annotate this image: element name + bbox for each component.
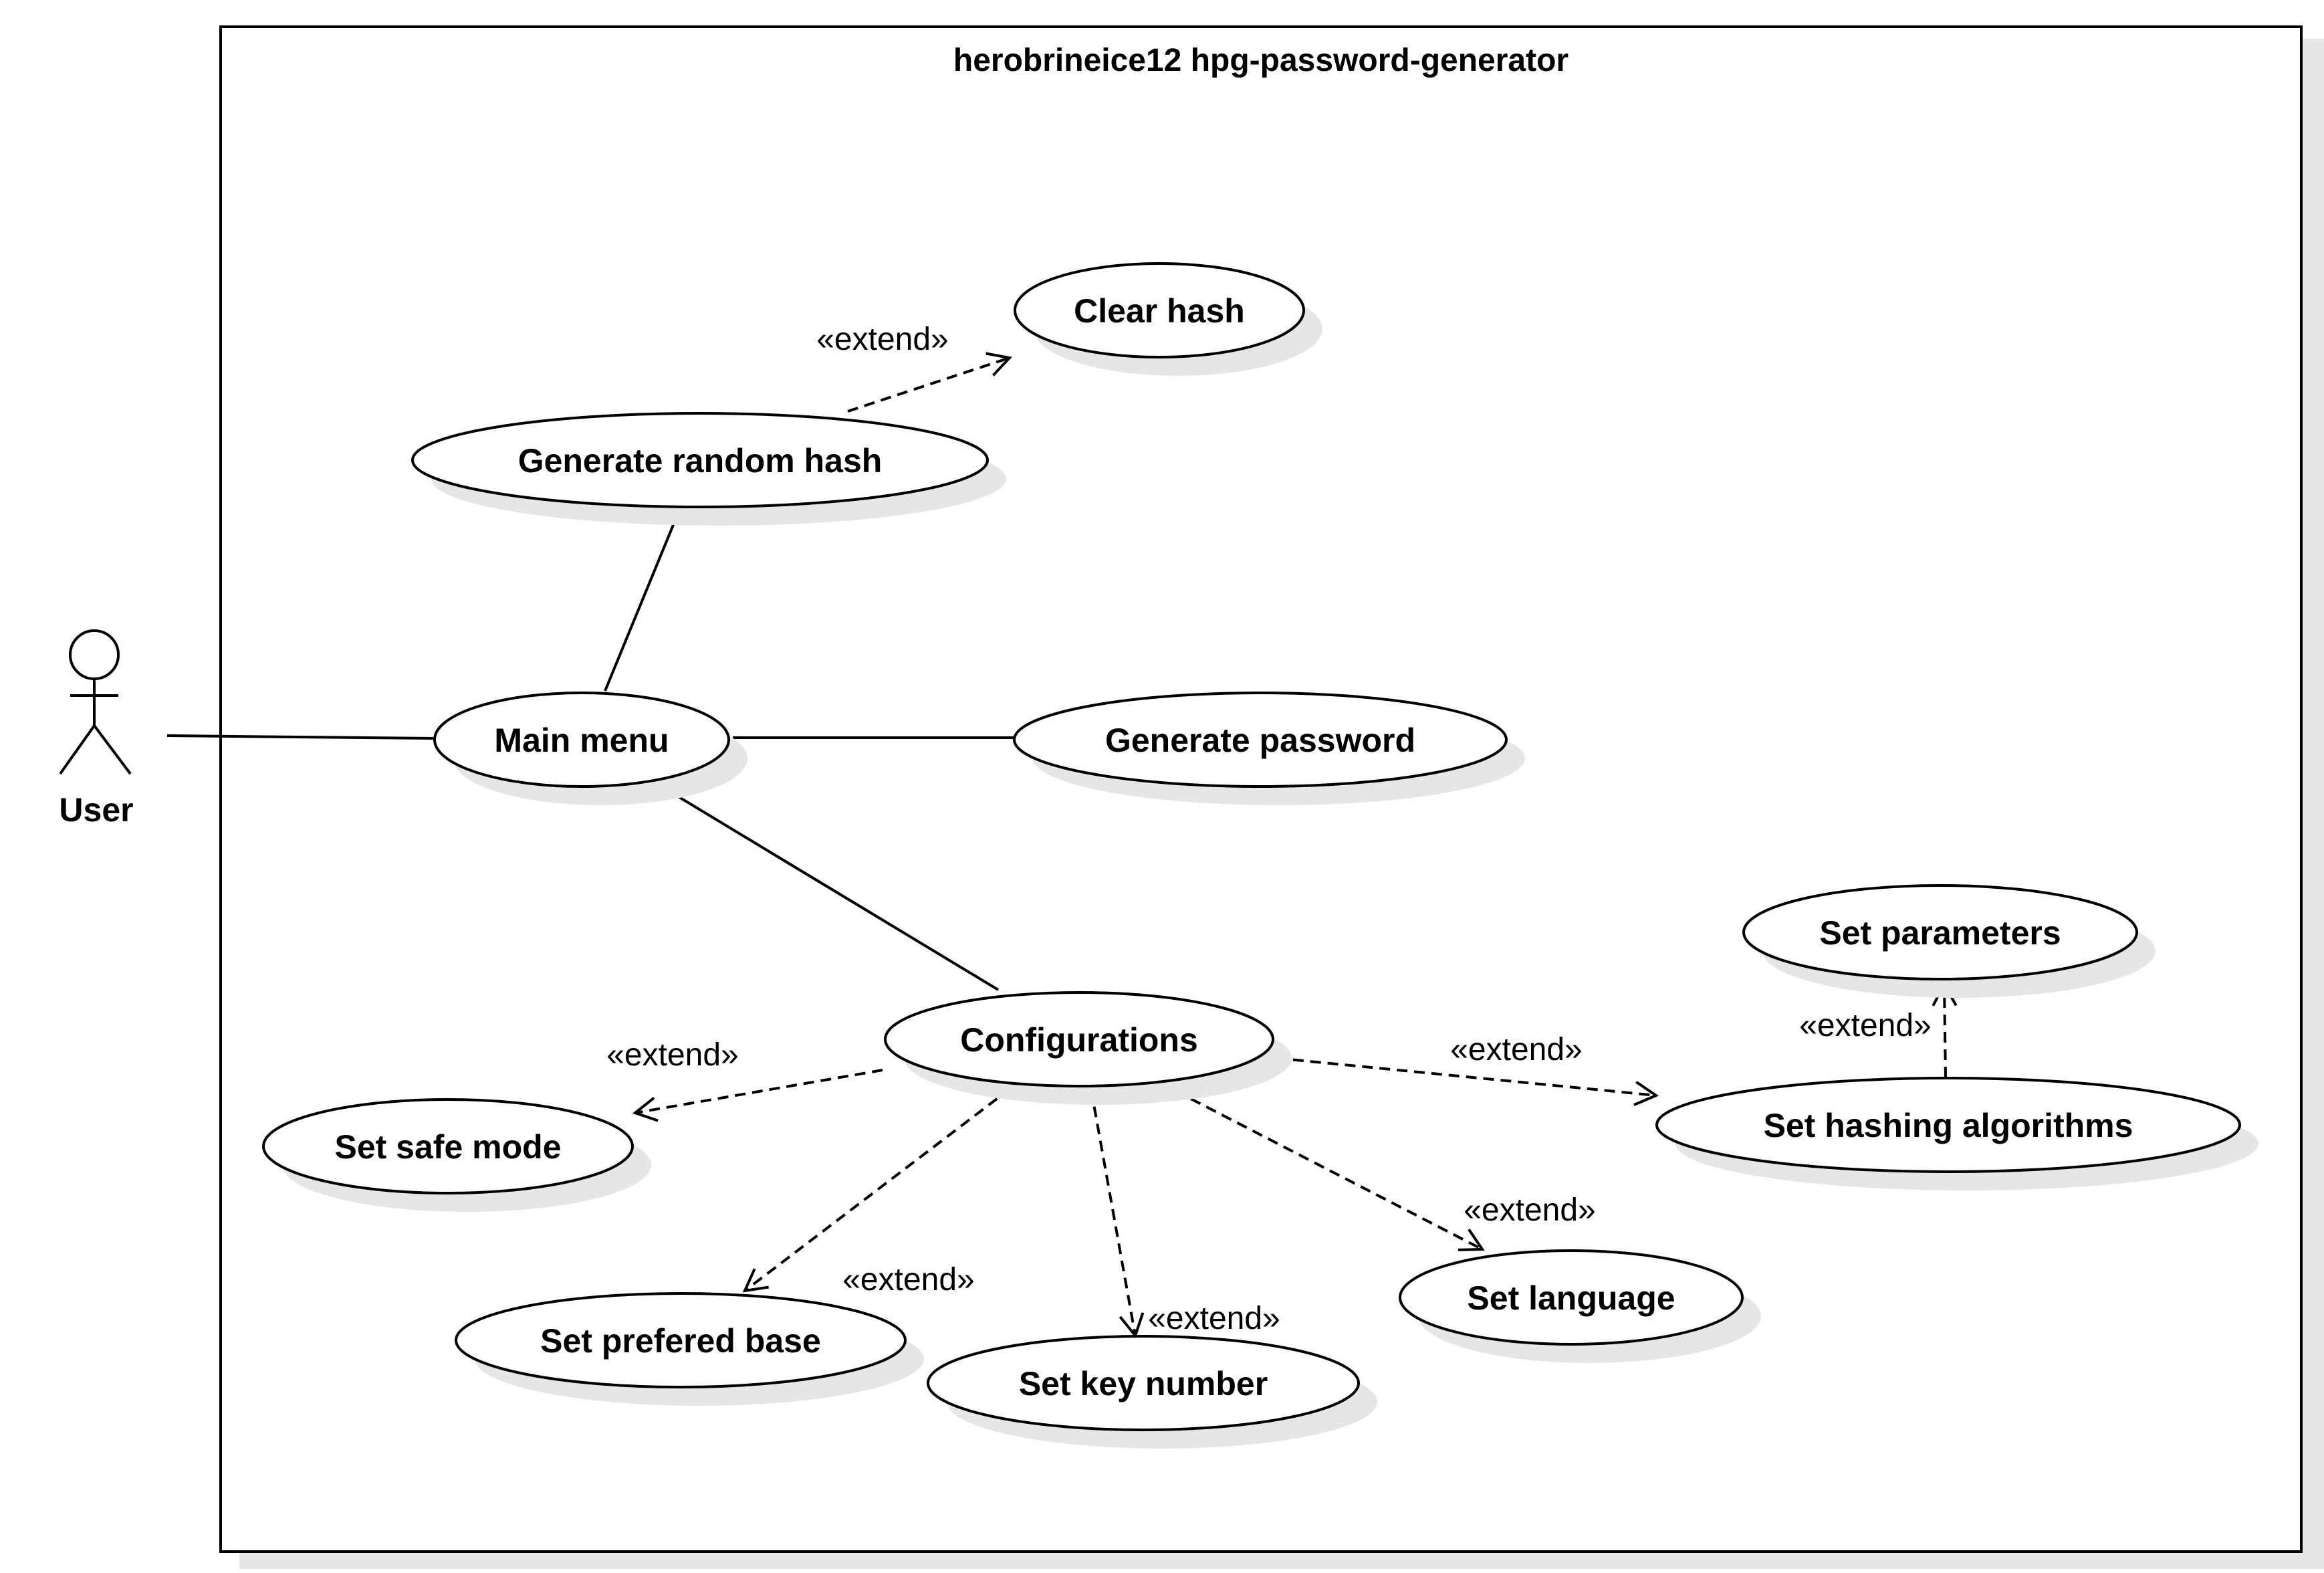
use-case-ellipse (1013, 692, 1508, 788)
use-case-label: Set hashing algorithms (1764, 1107, 2133, 1144)
use-case-ellipse (1399, 1249, 1744, 1346)
association-main-menu-configurations (665, 788, 1000, 991)
use-case-label: Clear hash (1074, 292, 1245, 330)
extend-line-set-prefered-base (743, 1087, 1012, 1292)
use-case-set-hashing-algorithms[interactable]: Set hashing algorithms (1655, 1077, 2258, 1190)
use-case-label: Configurations (960, 1021, 1198, 1059)
use-case-label: Set parameters (1819, 914, 2061, 952)
stereotype-set-safe-mode: «extend» (606, 1037, 739, 1073)
stereotype-set-prefered-base: «extend» (842, 1262, 975, 1297)
use-case-label: Set safe mode (334, 1128, 561, 1166)
actor-label: User (59, 791, 133, 829)
extend-arrowhead (632, 1097, 659, 1122)
use-case-set-prefered-base[interactable]: Set prefered base (455, 1292, 924, 1406)
use-case-ellipse (927, 1335, 1360, 1431)
use-case-ellipse (1742, 884, 2138, 980)
association-user-main-menu (166, 734, 434, 740)
use-case-ellipse (1655, 1077, 2241, 1173)
extend-line-set-key-number (1090, 1089, 1137, 1336)
association-main-menu-generate-random-hash (604, 510, 681, 692)
extend-arrowhead (1458, 1229, 1485, 1251)
use-case-label: Main menu (494, 722, 669, 759)
actor-right-leg (93, 724, 132, 775)
use-case-label: Set language (1467, 1279, 1675, 1317)
stereotype-set-parameters: «extend» (1799, 1008, 1932, 1043)
user-actor[interactable]: User (59, 629, 134, 829)
arrowheads (632, 352, 1958, 1339)
extend-line-set-safe-mode (634, 1069, 883, 1114)
use-case-set-parameters[interactable]: Set parameters (1742, 884, 2156, 998)
use-case-generate-password[interactable]: Generate password (1013, 692, 1525, 805)
use-case-label: Set prefered base (540, 1322, 821, 1360)
use-case-label: Generate password (1105, 722, 1415, 759)
extend-line-clear-hash (847, 356, 1010, 413)
use-case-label: Set key number (1019, 1365, 1268, 1402)
use-case-set-language[interactable]: Set language (1399, 1249, 1761, 1363)
extend-line-set-parameters (1943, 984, 1947, 1078)
use-case-set-safe-mode[interactable]: Set safe mode (262, 1098, 651, 1212)
use-case-main-menu[interactable]: Main menu (433, 692, 747, 805)
use-case-label: Generate random hash (518, 442, 883, 480)
use-case-ellipse (1014, 262, 1305, 358)
extend-arrowhead (742, 1268, 769, 1293)
extend-arrowhead (1633, 1081, 1659, 1106)
use-case-generate-random-hash[interactable]: Generate random hash (411, 412, 1006, 526)
stereotype-clear-hash: «extend» (816, 322, 949, 357)
use-case-ellipse (433, 692, 730, 788)
use-case-configurations[interactable]: Configurations (884, 991, 1292, 1105)
use-case-ellipse (262, 1098, 634, 1194)
extend-arrowhead (985, 352, 1012, 377)
use-case-ellipse (884, 991, 1274, 1087)
use-case-set-key-number[interactable]: Set key number (927, 1335, 1377, 1449)
actor-left-leg (59, 724, 96, 775)
use-case-ellipse (411, 412, 989, 508)
stereotype-set-language: «extend» (1464, 1192, 1596, 1228)
use-case-ellipse (455, 1292, 907, 1388)
actor-head (69, 629, 120, 680)
use-case-clear-hash[interactable]: Clear hash (1014, 262, 1322, 376)
stereotype-set-key-number: «extend» (1148, 1301, 1280, 1336)
system-title: herobrineice12 hpg-password-generator (953, 43, 1568, 78)
extend-line-set-hashing-algorithms (1275, 1057, 1657, 1097)
extend-line-set-language (1175, 1089, 1483, 1251)
stereotype-set-hashing-algorithms: «extend» (1450, 1032, 1583, 1067)
